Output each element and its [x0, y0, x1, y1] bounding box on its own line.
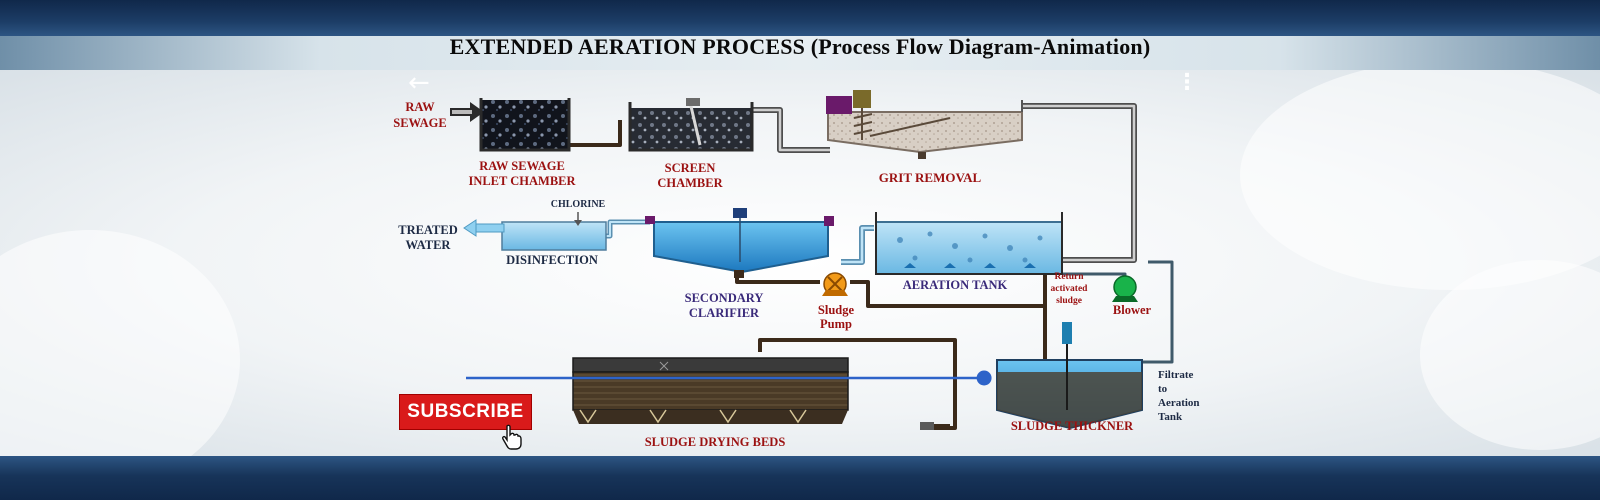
- grit-removal-tank: [826, 90, 1023, 159]
- more-vertical-icon[interactable]: ⋮: [1176, 70, 1198, 95]
- background-shape: [1240, 70, 1600, 290]
- blower: [1112, 275, 1138, 302]
- svg-text:CHAMBER: CHAMBER: [657, 176, 723, 190]
- label-grit-removal: GRIT REMOVAL: [879, 170, 982, 185]
- svg-text:SEWAGE: SEWAGE: [393, 116, 447, 130]
- svg-text:INLET CHAMBER: INLET CHAMBER: [468, 174, 576, 188]
- arrow-left-icon[interactable]: ←: [408, 68, 430, 98]
- label-filtrate: Filtrate: [1158, 369, 1194, 381]
- pipe-screen-to-grit: [752, 107, 830, 153]
- sludge-drying-beds: [572, 357, 849, 424]
- label-chlorine: CHLORINE: [551, 199, 606, 210]
- svg-text:Tank: Tank: [1158, 411, 1183, 423]
- label-secondary-clarifier: SECONDARY: [685, 291, 764, 305]
- pipe-network: [556, 103, 1174, 430]
- svg-text:Pump: Pump: [820, 317, 852, 331]
- background-shape: [1420, 260, 1600, 450]
- label-inlet-chamber: RAW SEWAGE: [479, 159, 565, 173]
- pipe-return-sludge: [850, 275, 1047, 308]
- label-screen-chamber: SCREEN: [665, 161, 716, 175]
- svg-text:to: to: [1158, 383, 1168, 395]
- video-frame[interactable]: [0, 70, 1600, 456]
- progress-handle[interactable]: [976, 370, 992, 386]
- sludge-thickner: [920, 322, 1143, 430]
- treated-water-arrow: [463, 219, 505, 237]
- label-raw-sewage: RAW: [405, 100, 435, 114]
- video-progress[interactable]: [466, 370, 992, 386]
- video-title: EXTENDED AERATION PROCESS (Process Flow …: [449, 34, 1151, 59]
- hand-cursor-icon: [502, 424, 522, 450]
- label-sludge-thickner: SLUDGE THICKNER: [1011, 419, 1134, 433]
- pipe-filtrate: [1142, 260, 1174, 364]
- aeration-tank: [875, 212, 1063, 275]
- pipe-clarifier-to-disinfection: [606, 219, 650, 239]
- label-disinfection: DISINFECTION: [506, 253, 598, 267]
- subscribe-button[interactable]: SUBSCRIBE: [399, 394, 532, 430]
- screen-chamber: [628, 98, 754, 152]
- sludge-pump: [822, 272, 848, 296]
- svg-text:sludge: sludge: [1056, 296, 1082, 306]
- svg-text:WATER: WATER: [406, 238, 452, 252]
- svg-text:activated: activated: [1051, 284, 1089, 294]
- top-band: [0, 0, 1600, 36]
- label-treated-water: TREATED: [398, 223, 458, 237]
- svg-text:Aeration: Aeration: [1158, 397, 1200, 409]
- pipe-sludge-underflow: [735, 275, 820, 284]
- svg-text:CLARIFIER: CLARIFIER: [689, 306, 760, 320]
- bottom-band: [0, 456, 1600, 500]
- title-strip: [0, 36, 1600, 70]
- label-blower: Blower: [1113, 303, 1152, 317]
- disinfection-tank: [501, 212, 607, 251]
- label-sludge-pump: Sludge: [818, 303, 855, 317]
- secondary-clarifier: [645, 208, 834, 278]
- label-aeration-tank: AERATION TANK: [903, 278, 1008, 292]
- pipe-aeration-to-clarifier: [841, 225, 874, 265]
- raw-sewage-arrow: [450, 102, 484, 122]
- label-sludge-drying-beds: SLUDGE DRYING BEDS: [645, 435, 786, 449]
- raw-sewage-inlet-chamber: [479, 98, 571, 152]
- label-return-activated-sludge: Return: [1054, 272, 1084, 282]
